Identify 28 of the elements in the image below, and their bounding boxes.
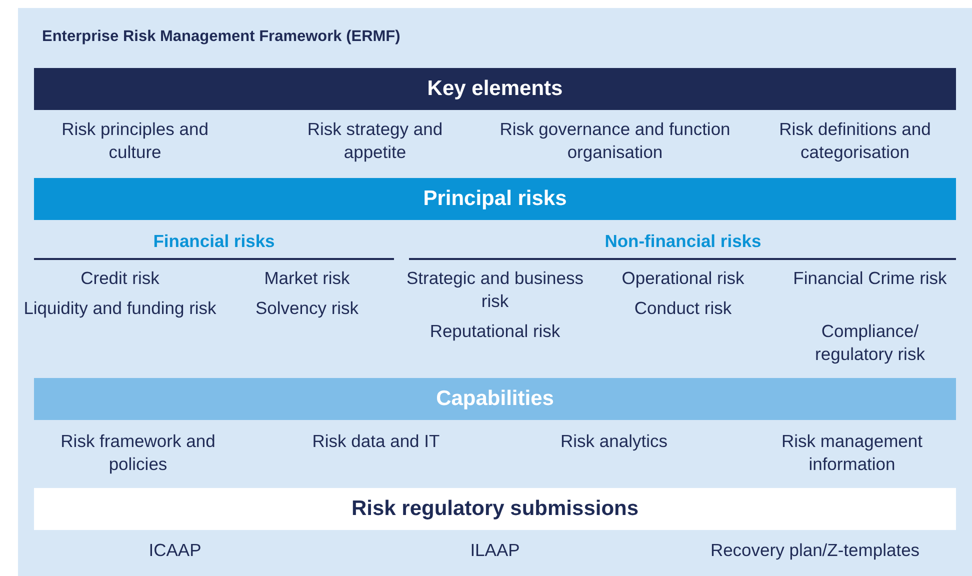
item-text: ILAAP bbox=[469, 539, 521, 562]
item-text: Risk strategy and appetite bbox=[306, 118, 444, 164]
item-text: Risk governance and function organisation bbox=[498, 118, 732, 164]
item-text: Risk definitions and categorisation bbox=[778, 118, 932, 164]
section-header-band: Risk regulatory submissions bbox=[34, 488, 956, 530]
item-text: Credit risk bbox=[80, 267, 160, 290]
panel-title: Enterprise Risk Management Framework (ERMF) bbox=[42, 28, 400, 46]
item-text: Strategic and business risk bbox=[405, 267, 585, 313]
subsection-heading: Non-financial risks bbox=[604, 230, 762, 253]
section-header-band: Capabilities bbox=[34, 378, 956, 420]
item-text: Operational risk bbox=[620, 267, 746, 290]
item-text: Risk analytics bbox=[560, 430, 668, 453]
item-text: Reputational risk bbox=[428, 320, 562, 343]
item-text: Compliance/ regulatory risk bbox=[814, 320, 926, 366]
subsection-heading: Financial risks bbox=[152, 230, 276, 253]
item-text: Recovery plan/Z-templates bbox=[709, 539, 921, 562]
item-text: Risk principles and culture bbox=[60, 118, 210, 164]
item-text: Risk data and IT bbox=[311, 430, 441, 453]
section-header-band: Key elements bbox=[34, 68, 956, 110]
framework-panel bbox=[18, 8, 972, 576]
item-text: Liquidity and funding risk bbox=[22, 297, 218, 320]
item-text: Risk framework and policies bbox=[60, 430, 216, 476]
item-text: Market risk bbox=[263, 267, 351, 290]
item-text: ICAAP bbox=[148, 539, 202, 562]
item-text: Conduct risk bbox=[633, 297, 733, 320]
item-text: Risk management information bbox=[780, 430, 924, 476]
section-header-band: Principal risks bbox=[34, 178, 956, 220]
item-text: Financial Crime risk bbox=[792, 267, 948, 290]
